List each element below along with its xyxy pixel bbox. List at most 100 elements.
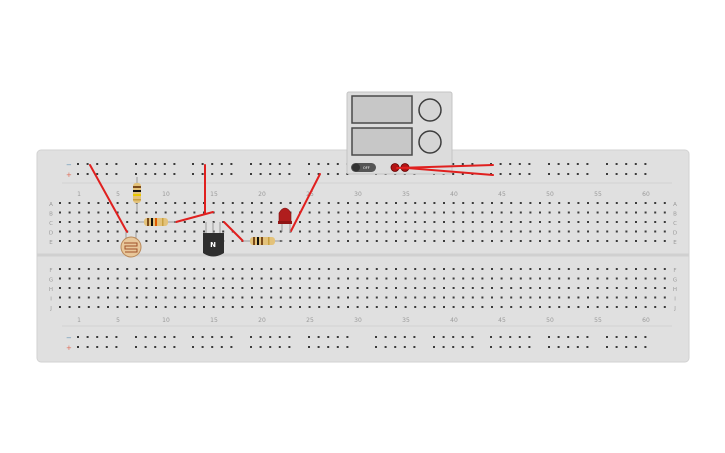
breadboard-hole[interactable] — [577, 268, 580, 270]
breadboard-hole[interactable] — [443, 306, 445, 308]
breadboard-hole[interactable] — [59, 221, 61, 223]
breadboard-hole[interactable] — [145, 211, 148, 214]
breadboard-hole[interactable] — [635, 221, 637, 223]
rail-hole[interactable] — [644, 346, 647, 348]
rail-hole[interactable] — [173, 173, 176, 175]
breadboard-hole[interactable] — [587, 221, 589, 223]
breadboard-hole[interactable] — [663, 306, 666, 308]
rail-hole[interactable] — [201, 163, 204, 165]
breadboard-hole[interactable] — [663, 221, 666, 223]
breadboard-hole[interactable] — [116, 287, 119, 289]
rail-hole[interactable] — [77, 336, 79, 338]
breadboard-hole[interactable] — [193, 240, 196, 242]
rail-hole[interactable] — [644, 173, 647, 175]
breadboard-hole[interactable] — [212, 221, 215, 223]
rail-hole[interactable] — [509, 163, 512, 165]
rail-hole[interactable] — [528, 346, 531, 348]
breadboard-hole[interactable] — [203, 296, 205, 299]
breadboard-hole[interactable] — [375, 230, 378, 233]
rail-hole[interactable] — [144, 346, 147, 348]
breadboard-hole[interactable] — [366, 202, 369, 204]
breadboard-hole[interactable] — [59, 296, 61, 299]
breadboard-hole[interactable] — [87, 268, 90, 270]
breadboard-hole[interactable] — [308, 230, 311, 233]
breadboard-hole[interactable] — [260, 230, 263, 233]
breadboard-hole[interactable] — [548, 202, 551, 204]
breadboard-hole[interactable] — [174, 306, 177, 308]
breadboard-hole[interactable] — [375, 268, 378, 270]
breadboard-hole[interactable] — [577, 202, 580, 204]
rail-hole[interactable] — [135, 336, 137, 338]
rail-hole[interactable] — [135, 163, 137, 165]
breadboard-hole[interactable] — [625, 306, 628, 308]
breadboard-hole[interactable] — [116, 268, 119, 270]
breadboard-hole[interactable] — [481, 211, 484, 214]
breadboard-hole[interactable] — [116, 230, 119, 233]
breadboard-hole[interactable] — [241, 296, 244, 299]
breadboard-hole[interactable] — [462, 268, 465, 270]
rail-hole[interactable] — [220, 173, 223, 175]
rail-hole[interactable] — [461, 336, 464, 338]
breadboard-hole[interactable] — [539, 287, 541, 289]
rail-hole[interactable] — [115, 336, 118, 338]
breadboard-hole[interactable] — [279, 230, 282, 233]
rail-hole[interactable] — [269, 346, 272, 348]
breadboard-hole[interactable] — [375, 296, 378, 299]
breadboard-hole[interactable] — [615, 296, 618, 299]
breadboard-hole[interactable] — [135, 211, 138, 214]
breadboard-hole[interactable] — [107, 268, 109, 270]
breadboard-hole[interactable] — [183, 202, 186, 204]
rail-hole[interactable] — [220, 163, 223, 165]
rail-hole[interactable] — [586, 346, 589, 348]
breadboard-hole[interactable] — [510, 306, 513, 308]
rail-hole[interactable] — [394, 336, 397, 338]
breadboard-hole[interactable] — [78, 277, 81, 280]
rail-hole[interactable] — [548, 163, 550, 165]
rail-hole[interactable] — [413, 346, 416, 348]
breadboard-hole[interactable] — [308, 221, 311, 223]
breadboard-hole[interactable] — [299, 287, 301, 289]
rail-hole[interactable] — [442, 336, 445, 338]
breadboard-hole[interactable] — [87, 211, 90, 214]
breadboard-hole[interactable] — [414, 202, 417, 204]
breadboard-hole[interactable] — [625, 211, 628, 214]
breadboard-hole[interactable] — [183, 277, 186, 280]
breadboard-hole[interactable] — [423, 277, 426, 280]
rail-hole[interactable] — [606, 346, 608, 348]
breadboard-hole[interactable] — [145, 296, 148, 299]
breadboard-hole[interactable] — [577, 306, 580, 308]
breadboard-hole[interactable] — [481, 240, 484, 242]
breadboard-hole[interactable] — [462, 296, 465, 299]
rail-hole[interactable] — [518, 336, 521, 338]
breadboard-hole[interactable] — [318, 306, 321, 308]
breadboard-hole[interactable] — [625, 202, 628, 204]
breadboard-hole[interactable] — [548, 306, 551, 308]
rail-hole[interactable] — [269, 336, 272, 338]
rail-hole[interactable] — [557, 346, 560, 348]
breadboard-hole[interactable] — [635, 277, 637, 280]
breadboard-hole[interactable] — [500, 202, 503, 204]
rail-hole[interactable] — [576, 173, 579, 175]
wires[interactable] — [89, 164, 494, 242]
breadboard-hole[interactable] — [68, 268, 71, 270]
breadboard-hole[interactable] — [126, 211, 129, 214]
breadboard-hole[interactable] — [471, 221, 474, 223]
breadboard-hole[interactable] — [433, 202, 436, 204]
breadboard-hole[interactable] — [567, 268, 570, 270]
breadboard-hole[interactable] — [635, 211, 637, 214]
rail-hole[interactable] — [625, 163, 628, 165]
breadboard-hole[interactable] — [97, 277, 100, 280]
breadboard-hole[interactable] — [539, 296, 541, 299]
breadboard-hole[interactable] — [663, 296, 666, 299]
breadboard-hole[interactable] — [635, 287, 637, 289]
breadboard-hole[interactable] — [567, 221, 570, 223]
breadboard-hole[interactable] — [644, 230, 647, 233]
voltage-knob[interactable] — [418, 98, 442, 122]
breadboard-hole[interactable] — [644, 287, 647, 289]
rail-hole[interactable] — [250, 346, 252, 348]
breadboard-hole[interactable] — [519, 268, 522, 270]
rail-hole[interactable] — [86, 346, 89, 348]
rail-hole[interactable] — [259, 163, 262, 165]
breadboard-hole[interactable] — [97, 211, 100, 214]
breadboard-hole[interactable] — [539, 240, 541, 242]
